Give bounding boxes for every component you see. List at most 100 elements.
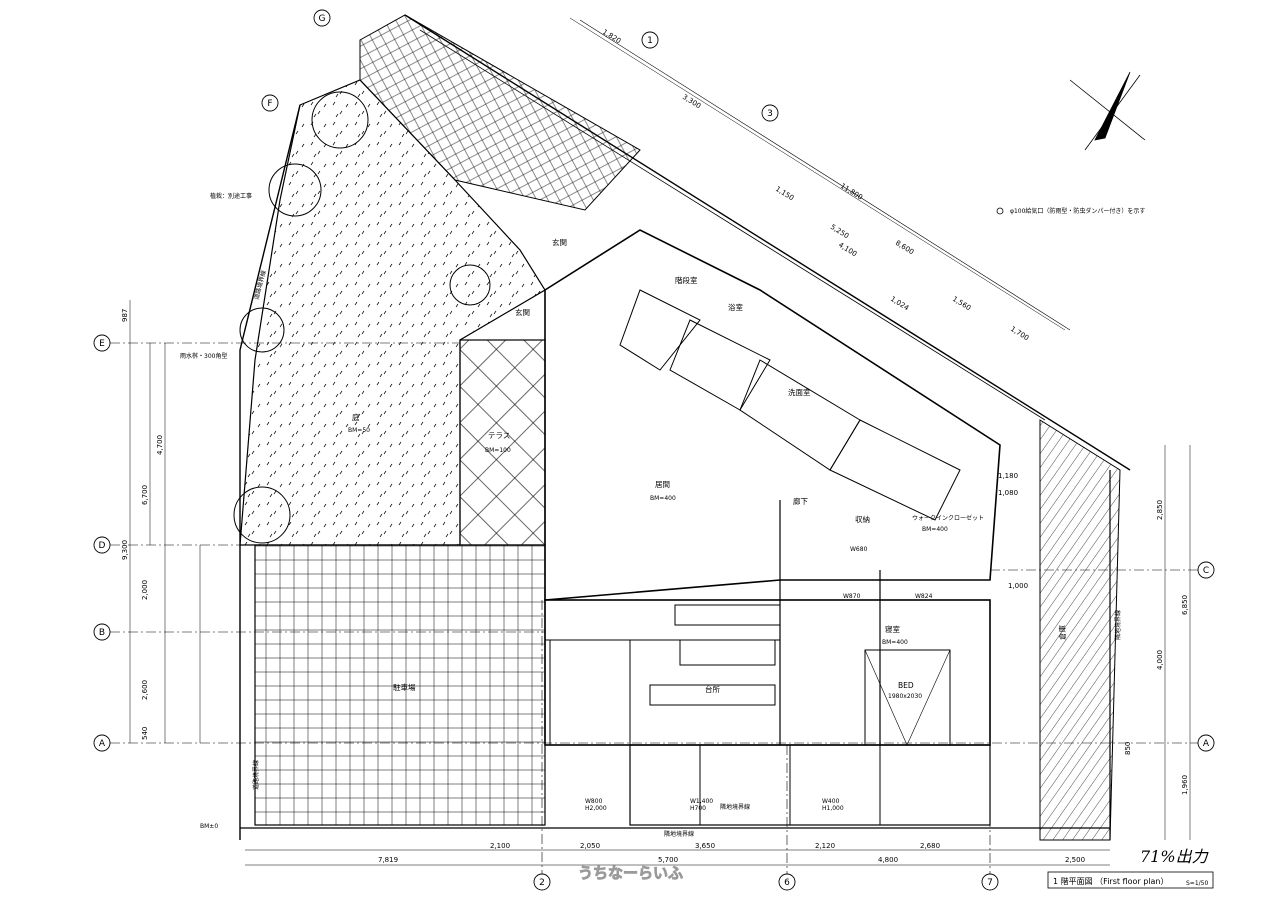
dim-left-4700: 4,700 xyxy=(156,435,164,455)
grid-label-b: B xyxy=(99,628,105,638)
room-storage: 収納 xyxy=(855,514,870,524)
room-walkin-bm: BM=400 xyxy=(922,526,948,533)
room-terrace: テラス xyxy=(488,431,510,440)
door-w824: W824 xyxy=(915,593,933,600)
grid-label-2: 2 xyxy=(539,878,545,888)
grid-label-c-right: C xyxy=(1203,566,1209,576)
grid-lines xyxy=(110,342,1200,878)
room-kitchen: 台所 xyxy=(705,684,720,694)
dim-bottom-2680: 2,680 xyxy=(920,842,940,850)
room-bath: 浴室 xyxy=(728,302,743,312)
grid-label-7: 7 xyxy=(987,878,993,888)
room-stair: 階段室 xyxy=(675,275,698,285)
grid-label-e: E xyxy=(99,339,105,349)
note-bm0: BM±0 xyxy=(200,823,218,830)
terrace xyxy=(459,339,546,546)
drawing-title: 1 階平面図 （First floor plan） xyxy=(1053,876,1169,886)
parking-area xyxy=(254,544,546,826)
dim-left-9300: 9,300 xyxy=(121,540,129,560)
dim-bottom-2500: 2,500 xyxy=(1065,856,1085,864)
note-road-boundary: 道路境界線 xyxy=(252,760,260,790)
dim-bottom-2120: 2,120 xyxy=(815,842,835,850)
grid-label-f: F xyxy=(267,99,272,109)
dim-bottom-4800: 4,800 xyxy=(878,856,898,864)
dim-top-1820: 1,820 xyxy=(601,28,622,45)
room-warehouse: 倉庫 xyxy=(1057,625,1067,641)
room-genkan: 玄関 xyxy=(515,307,530,317)
dim-left-987: 987 xyxy=(121,309,129,322)
room-walkin: ウォークインクローゼット xyxy=(912,514,984,522)
grid-label-g: G xyxy=(319,14,326,24)
note-boundary-right: 隣地境界線 xyxy=(1114,610,1122,640)
room-terrace-bm: BM=100 xyxy=(485,447,511,454)
dim-bottom-5700: 5,700 xyxy=(658,856,678,864)
dim-top-1024: 1,024 xyxy=(889,295,911,313)
room-parking: 駐車場 xyxy=(393,682,416,692)
dim-top-1150: 1,150 xyxy=(774,185,795,202)
dim-bottom-3650: 3,650 xyxy=(695,842,715,850)
trees xyxy=(233,91,491,544)
note-boundary: 隣地境界線 xyxy=(720,803,750,811)
door-w870: W870 xyxy=(843,593,861,600)
grid-label-1: 1 xyxy=(647,36,653,46)
grid-label-3: 3 xyxy=(767,109,773,119)
dim-right-1080: 1,080 xyxy=(998,489,1018,497)
dim-right-6850: 6,850 xyxy=(1181,595,1189,615)
room-hall: 廊下 xyxy=(793,496,808,506)
dim-bottom-2050: 2,050 xyxy=(580,842,600,850)
bed-size: 1980x2030 xyxy=(888,693,922,700)
dim-top-11800: 11,800 xyxy=(839,182,864,202)
note-planting: 植栽：別途工事 xyxy=(210,192,252,200)
dim-left-540: 540 xyxy=(141,727,149,740)
room-washroom: 洗面室 xyxy=(788,387,811,397)
room-labels: 居間 BM=400 寝室 BM=400 ウォークインクローゼット BM=400 … xyxy=(348,237,1067,700)
dim-right-1180: 1,180 xyxy=(998,472,1018,480)
grid-bubbles xyxy=(93,9,1215,891)
grid-label-d: D xyxy=(99,541,106,551)
grid-label-a: A xyxy=(99,739,106,749)
note-drain: 雨水桝・300角型 xyxy=(180,352,227,360)
room-bedroom-bm: BM=400 xyxy=(882,639,908,646)
grid-label-6: 6 xyxy=(784,878,790,888)
room-bedroom: 寝室 xyxy=(885,624,900,634)
dim-top-5250: 5,250 xyxy=(829,223,850,240)
grid-letters: G F E D B A A C 1 3 2 6 7 xyxy=(99,14,1210,888)
north-arrow-icon xyxy=(1069,71,1146,151)
dim-top-4100: 4,100 xyxy=(837,241,858,258)
watermark: うちなーらいふ xyxy=(578,864,684,883)
room-garden-bm: BM=50 xyxy=(348,427,370,434)
dim-right-1000: 1,000 xyxy=(1008,582,1028,590)
dimension-lines xyxy=(129,17,1191,866)
door-w680: W680 xyxy=(850,546,868,553)
note-boundary-bottom: 隣地境界線 xyxy=(664,830,694,838)
dim-right-4000: 4,000 xyxy=(1156,650,1164,670)
bed-label: BED xyxy=(898,681,914,690)
building-outline xyxy=(544,229,1001,826)
dim-right-2850: 2,850 xyxy=(1156,500,1164,520)
dim-right-1960: 1,960 xyxy=(1181,775,1189,795)
bed xyxy=(864,649,951,746)
note-output-scale: 71%出力 xyxy=(1140,847,1210,866)
note-vent: φ100給気口（防雨型・防虫ダンパー付き）を示す xyxy=(1010,207,1145,215)
room-entrance: 玄関 xyxy=(552,237,567,247)
room-living-bm: BM=400 xyxy=(650,495,676,502)
dim-bottom-7819: 7,819 xyxy=(378,856,398,864)
dim-left-2000: 2,000 xyxy=(141,580,149,600)
title-block: 1 階平面図 （First floor plan） S=1/50 xyxy=(1047,871,1214,889)
drawing-scale: S=1/50 xyxy=(1186,880,1208,887)
room-living: 居間 xyxy=(655,480,670,489)
dim-left-6700: 6,700 xyxy=(141,485,149,505)
vent-symbol-icon xyxy=(996,207,1004,215)
dim-top-1560: 1,560 xyxy=(951,295,972,312)
room-garden: 庭 xyxy=(352,412,360,422)
side-yard xyxy=(1039,419,1121,841)
dim-top-8600: 8,600 xyxy=(894,239,915,256)
dim-bottom-2100: 2,100 xyxy=(490,842,510,850)
dim-top-1700: 1,700 xyxy=(1009,325,1030,342)
boundary-lines xyxy=(239,14,1131,840)
